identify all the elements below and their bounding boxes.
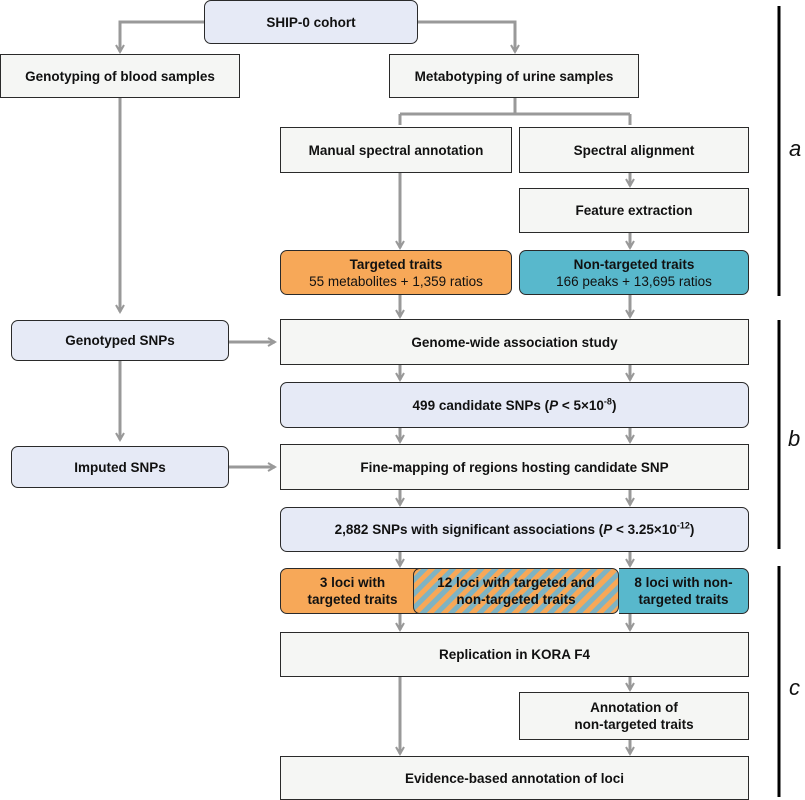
signif-mid: < 3.25×10 <box>612 522 677 537</box>
gwas-box: Genome-wide association study <box>280 319 749 365</box>
nontargeted-traits-detail: 166 peaks + 13,695 ratios <box>556 273 712 289</box>
significant-snps-label: 2,882 SNPs with significant associations… <box>335 521 695 538</box>
replication-label: Replication in KORA F4 <box>438 647 590 662</box>
manual-annotation-box: Manual spectral annotation <box>280 127 512 173</box>
candidate-suffix: ) <box>611 397 617 413</box>
section-label-c: c <box>789 675 800 700</box>
genotyping-label: Genotyping of blood samples <box>25 68 215 84</box>
arrow-cohort-to-genotyping <box>120 20 204 52</box>
arrow-cohort-to-metabotyping <box>418 20 515 52</box>
nontargeted-traits-title: Non-targeted traits <box>573 256 695 272</box>
genotyped-snps-box: Genotyped SNPs <box>11 320 229 361</box>
fine-mapping-label: Fine-mapping of regions hosting candidat… <box>360 459 669 475</box>
signif-p: P <box>603 522 613 537</box>
replication-box: Replication in KORA F4 <box>280 632 749 677</box>
ship-cohort-box: SHIP-0 cohort <box>204 0 418 44</box>
spectral-alignment-box: Spectral alignment <box>519 127 749 173</box>
annotation-box: Annotation of non-targeted traits <box>519 692 749 740</box>
spectral-alignment-label: Spectral alignment <box>573 142 695 158</box>
section-label-b: b <box>788 426 801 451</box>
candidate-p: P <box>549 397 559 413</box>
loci-targeted-box: 3 loci with targeted traits <box>280 568 425 614</box>
loci-both-line2: non-targeted traits <box>456 592 576 607</box>
candidate-exp: -8 <box>603 396 612 406</box>
arrow-metabotyping-split <box>398 98 632 125</box>
loci-targeted-line1: 3 loci with <box>319 575 386 590</box>
loci-nontargeted-line1: 8 loci with non- <box>634 575 733 590</box>
gwas-label: Genome-wide association study <box>411 334 618 350</box>
evidence-box: Evidence-based annotation of loci <box>280 756 749 800</box>
targeted-traits-box: Targeted traits 55 metabolites + 1,359 r… <box>280 250 512 295</box>
loci-nontargeted-line2: targeted traits <box>638 592 729 607</box>
feature-extraction-box: Feature extraction <box>519 188 749 233</box>
imputed-snps-label: Imputed SNPs <box>74 459 166 475</box>
loci-both-box: 12 loci with targeted and non-targeted t… <box>413 568 619 614</box>
candidate-prefix: 499 candidate SNPs ( <box>412 397 550 413</box>
targeted-traits-title: Targeted traits <box>349 256 443 272</box>
significant-snps-box: 2,882 SNPs with significant associations… <box>280 507 749 552</box>
genotyped-snps-label: Genotyped SNPs <box>65 333 175 348</box>
candidate-snps-label: 499 candidate SNPs (P < 5×10-8) <box>413 397 617 414</box>
section-label-a: a <box>789 136 802 161</box>
manual-annotation-label: Manual spectral annotation <box>308 142 484 158</box>
targeted-traits-detail: 55 metabolites + 1,359 ratios <box>309 273 483 289</box>
ship-cohort-label: SHIP-0 cohort <box>266 14 356 30</box>
annotation-line1: Annotation of <box>590 700 678 715</box>
loci-targeted-line2: targeted traits <box>307 592 398 607</box>
feature-extraction-label: Feature extraction <box>575 203 693 218</box>
candidate-mid: < 5×10 <box>558 397 604 413</box>
loci-both-line1: 12 loci with targeted and <box>437 575 595 590</box>
signif-suffix: ) <box>689 522 695 537</box>
genotyping-box: Genotyping of blood samples <box>0 54 240 98</box>
signif-exp: -12 <box>676 520 690 531</box>
signif-prefix: 2,882 SNPs with significant associations… <box>334 522 604 537</box>
fine-mapping-box: Fine-mapping of regions hosting candidat… <box>280 444 749 490</box>
candidate-snps-box: 499 candidate SNPs (P < 5×10-8) <box>280 382 749 428</box>
metabotyping-label: Metabotyping of urine samples <box>414 68 614 84</box>
evidence-label: Evidence-based annotation of loci <box>404 770 625 786</box>
annotation-line2: non-targeted traits <box>574 717 694 732</box>
metabotyping-box: Metabotyping of urine samples <box>389 54 639 98</box>
imputed-snps-box: Imputed SNPs <box>11 446 229 488</box>
loci-nontargeted-box: 8 loci with non- targeted traits <box>619 568 749 614</box>
nontargeted-traits-box: Non-targeted traits 166 peaks + 13,695 r… <box>519 250 749 295</box>
